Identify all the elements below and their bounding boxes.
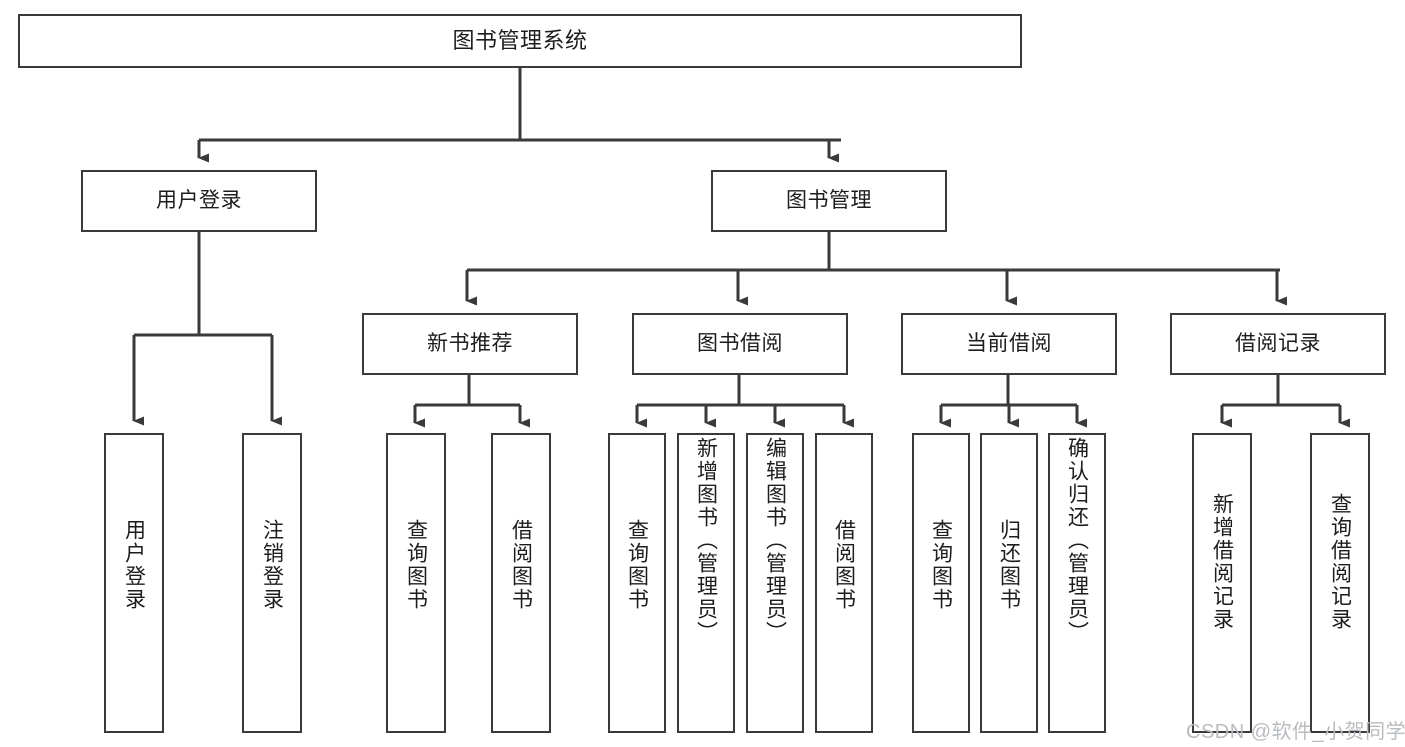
node-current-borrow-label: 当前借阅 [966,331,1052,355]
leaf-new-book-borrow-book[interactable]: 借阅图书 [491,433,551,733]
node-borrow-record-label: 借阅记录 [1235,331,1321,355]
leaf-book-borrow-query-book[interactable]: 查询图书 [608,433,666,733]
leaf-user-login-login[interactable]: 用户登录 [104,433,164,733]
node-book-borrow[interactable]: 图书借阅 [632,313,848,375]
leaf-new-book-query-book[interactable]: 查询图书 [386,433,446,733]
leaf-current-borrow-confirm-return-admin[interactable]: 确认归还（管理员） [1048,433,1106,733]
leaf-book-borrow-add-book-admin-label: 新增图书（管理员） [694,437,718,644]
leaf-book-borrow-borrow-book-label: 借阅图书 [832,519,856,611]
leaf-book-borrow-edit-book-admin[interactable]: 编辑图书（管理员） [746,433,804,733]
node-borrow-record[interactable]: 借阅记录 [1170,313,1386,375]
node-root-label: 图书管理系统 [452,28,588,54]
node-user-login[interactable]: 用户登录 [81,170,317,232]
leaf-new-book-query-book-label: 查询图书 [404,519,428,611]
leaf-current-borrow-query-book[interactable]: 查询图书 [912,433,970,733]
leaf-borrow-record-add-record[interactable]: 新增借阅记录 [1192,433,1252,733]
leaf-borrow-record-query-record-label: 查询借阅记录 [1328,493,1352,631]
node-book-borrow-label: 图书借阅 [697,331,783,355]
leaf-borrow-record-query-record[interactable]: 查询借阅记录 [1310,433,1370,733]
leaf-book-borrow-add-book-admin[interactable]: 新增图书（管理员） [677,433,735,733]
leaf-book-borrow-edit-book-admin-label: 编辑图书（管理员） [763,437,787,644]
node-book-management[interactable]: 图书管理 [711,170,947,232]
leaf-user-login-logout-label: 注销登录 [260,519,284,611]
node-root-book-management-system[interactable]: 图书管理系统 [18,14,1022,68]
leaf-borrow-record-add-record-label: 新增借阅记录 [1210,493,1234,631]
node-current-borrow[interactable]: 当前借阅 [901,313,1117,375]
leaf-book-borrow-query-book-label: 查询图书 [625,519,649,611]
node-book-management-label: 图书管理 [786,188,872,212]
node-new-book-recommend[interactable]: 新书推荐 [362,313,578,375]
leaf-user-login-login-label: 用户登录 [122,519,146,611]
node-new-book-recommend-label: 新书推荐 [427,331,513,355]
leaf-current-borrow-return-book-label: 归还图书 [997,519,1021,611]
node-user-login-label: 用户登录 [156,188,242,212]
leaf-current-borrow-confirm-return-admin-label: 确认归还（管理员） [1065,437,1089,644]
leaf-current-borrow-return-book[interactable]: 归还图书 [980,433,1038,733]
leaf-user-login-logout[interactable]: 注销登录 [242,433,302,733]
leaf-new-book-borrow-book-label: 借阅图书 [509,519,533,611]
leaf-current-borrow-query-book-label: 查询图书 [929,519,953,611]
csdn-watermark: CSDN @软件_小贺同学 [1186,721,1405,743]
leaf-book-borrow-borrow-book[interactable]: 借阅图书 [815,433,873,733]
